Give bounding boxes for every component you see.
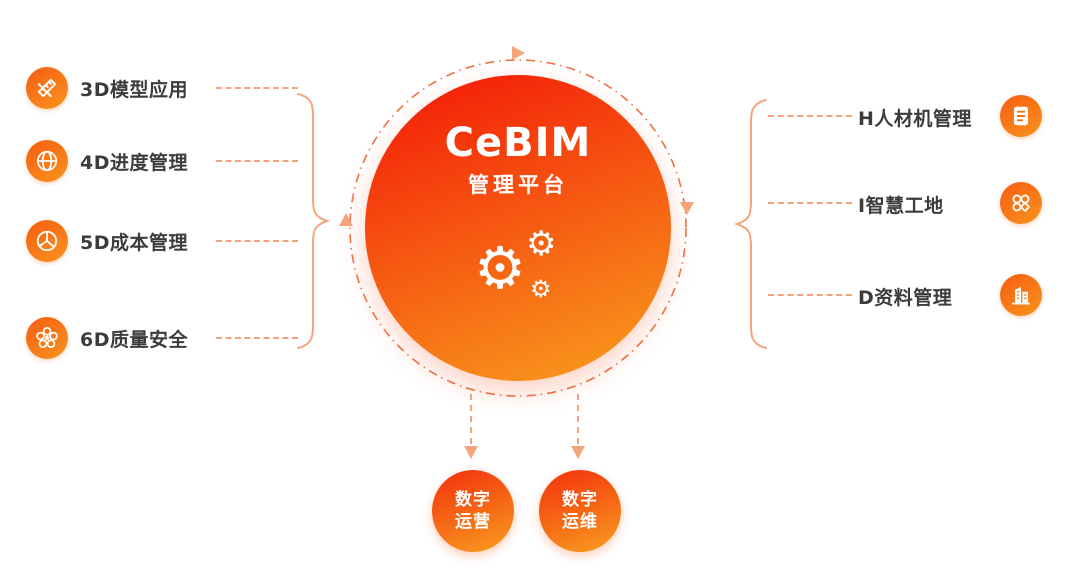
dash-connector [768, 115, 852, 117]
ring-arrow-left-icon [339, 213, 353, 226]
right-item-label: I智慧工地 [858, 194, 944, 217]
gear-small-icon: ⚙ [526, 224, 557, 264]
platform-subtitle: 管理平台 [468, 173, 568, 197]
ring-arrow-top-icon [512, 46, 525, 60]
arrow-down-icon [464, 446, 478, 459]
right-item-smart-site: I智慧工地 [858, 182, 944, 226]
gear-large-icon: ⚙ [474, 234, 526, 302]
left-item-4d-schedule: 4D进度管理 [26, 139, 188, 183]
left-item-label: 5D成本管理 [80, 231, 188, 254]
gear-tiny-icon: ⚙ [530, 275, 552, 303]
building-icon [1000, 274, 1042, 316]
platform-title: CeBIM [444, 120, 592, 166]
left-item-3d-model: 3D模型应用 [26, 66, 188, 110]
right-item-label: D资料管理 [858, 286, 953, 309]
flower-icon [26, 317, 68, 359]
dash-connector [216, 87, 298, 89]
globe-icon [26, 140, 68, 182]
ring-arrow-right-icon [680, 202, 694, 215]
document-icon [1000, 95, 1042, 137]
left-item-label: 4D进度管理 [80, 151, 188, 174]
cost-chart-icon [26, 220, 68, 262]
right-item-hr-machine: H人材机管理 [858, 95, 972, 139]
bubble-digital-operation: 数字 运营 [432, 470, 514, 552]
left-item-5d-cost: 5D成本管理 [26, 219, 188, 263]
center-platform-circle: CeBIM 管理平台 ⚙ ⚙ ⚙ [365, 75, 671, 381]
dash-connector [216, 240, 298, 242]
orbit-ring [349, 59, 687, 397]
left-item-label: 3D模型应用 [80, 78, 188, 101]
bubble-line1: 数字 [562, 489, 598, 510]
pencil-ruler-icon [26, 67, 68, 109]
right-item-label: H人材机管理 [858, 107, 972, 130]
arrow-down-icon [571, 446, 585, 459]
dash-connector [216, 337, 298, 339]
dash-connector [216, 160, 298, 162]
bubble-digital-maintenance: 数字 运维 [539, 470, 621, 552]
left-item-label: 6D质量安全 [80, 328, 188, 351]
right-brace [734, 99, 767, 349]
left-brace [297, 93, 330, 349]
dash-connector-ops [470, 394, 472, 444]
bubble-line2: 运营 [455, 512, 491, 532]
dash-connector [768, 294, 852, 296]
dash-connector-maint [577, 394, 579, 444]
bubble-line2: 运维 [562, 512, 598, 532]
right-item-data-mgmt: D资料管理 [858, 274, 952, 318]
gears-icon: ⚙ ⚙ ⚙ [468, 227, 568, 315]
circles-icon [1000, 182, 1042, 224]
bubble-line1: 数字 [455, 489, 491, 510]
left-item-6d-quality: 6D质量安全 [26, 316, 188, 360]
dash-connector [768, 202, 852, 204]
